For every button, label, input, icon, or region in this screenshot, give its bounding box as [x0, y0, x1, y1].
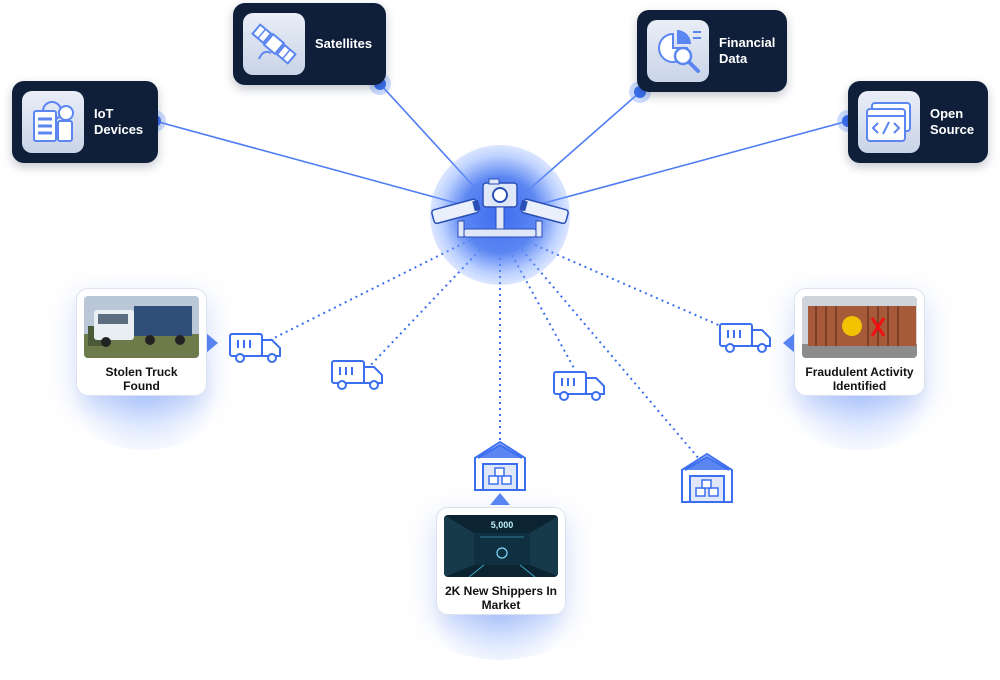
source-iot-devices[interactable]: IoT Devices: [12, 81, 158, 163]
pointer-stolen: [206, 333, 218, 353]
pointer-shippers: [490, 493, 510, 505]
card-stolen-truck[interactable]: Stolen Truck Found: [76, 288, 207, 396]
truck-icon: [553, 371, 605, 401]
warehouse-screen-photo: 5,000: [444, 515, 558, 577]
source-label: Open Source: [930, 106, 975, 137]
source-satellites[interactable]: Satellites: [233, 3, 386, 85]
card-fraudulent-activity[interactable]: Fraudulent Activity Identified: [794, 288, 925, 396]
truck-icon: [719, 323, 771, 353]
screen-value: 5,000: [490, 520, 514, 530]
source-financial-data[interactable]: Financial Data: [637, 10, 787, 92]
truck-icon: [331, 360, 383, 390]
source-label: Satellites: [315, 36, 373, 51]
truck-icon: [229, 333, 281, 363]
warehouse-icon: [681, 452, 733, 503]
truck-photo: [84, 296, 199, 358]
source-open-source[interactable]: Open Source: [848, 81, 988, 163]
container-photo: [802, 296, 917, 358]
warehouse-icon: [474, 440, 526, 491]
card-new-shippers[interactable]: 5,000 2K New Shippers In Market: [436, 507, 566, 615]
hub: [430, 145, 570, 285]
iot-devices-icon: [22, 91, 84, 153]
source-label: IoT Devices: [94, 106, 144, 137]
source-label: Financial Data: [719, 35, 776, 66]
dotted-line-warehouse-2: [521, 249, 701, 461]
financial-data-icon: [647, 20, 709, 82]
dotted-line-truck-3: [511, 254, 576, 371]
pointer-fraud: [783, 333, 795, 353]
satellite-icon: [243, 13, 305, 75]
surveillance-cameras-icon: [431, 178, 569, 238]
card-caption: Fraudulent Activity Identified: [805, 365, 914, 393]
dotted-line-truck-1: [269, 239, 471, 341]
card-caption: Stolen Truck Found: [105, 365, 178, 393]
card-caption: 2K New Shippers In Market: [444, 584, 558, 612]
open-source-code-icon: [858, 91, 920, 153]
